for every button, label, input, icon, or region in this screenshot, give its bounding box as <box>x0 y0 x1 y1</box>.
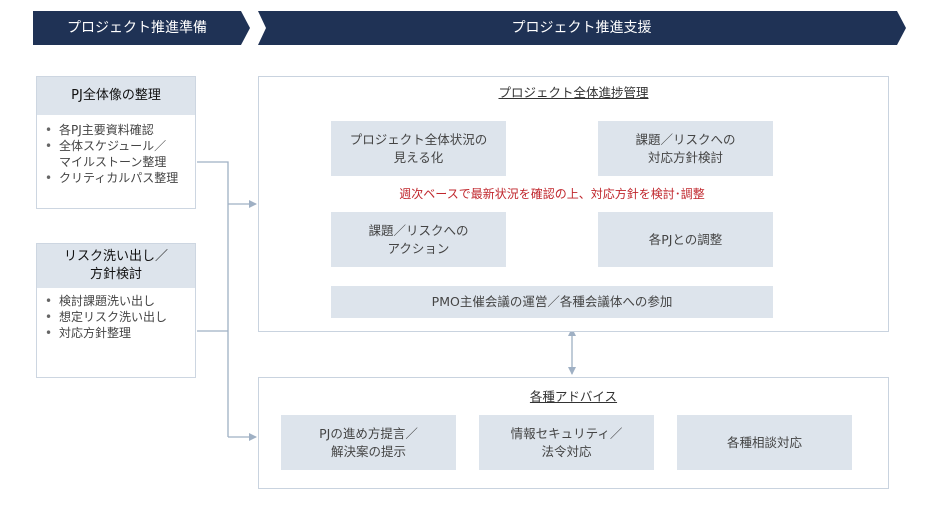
consultation-box: 各種相談対応 <box>677 415 852 470</box>
progress-management-title: プロジェクト全体進捗管理 <box>498 85 649 100</box>
list-item: クリティカルパス整理 <box>45 170 191 186</box>
list-item: 検討課題洗い出し <box>45 293 191 309</box>
weekly-review-note: 週次ベースで最新状況を確認の上、対応方針を検討･調整 <box>399 187 705 201</box>
prep-panel-risk-title: リスク洗い出し／ 方針検討 <box>37 244 195 288</box>
prep-panel-overview-title: PJ全体像の整理 <box>37 77 195 115</box>
policy-review-box: 課題／リスクへの 対応方針検討 <box>598 121 773 176</box>
prep-banner-shape <box>33 11 250 45</box>
prep-banner-label: プロジェクト推進準備 <box>67 20 207 36</box>
list-item: 想定リスク洗い出し <box>45 309 191 325</box>
visualize-status-box: プロジェクト全体状況の 見える化 <box>331 121 506 176</box>
pj-proposal-box: PJの進め方提言／ 解決案の提示 <box>281 415 456 470</box>
prep-panel-risk: リスク洗い出し／ 方針検討 検討課題洗い出し 想定リスク洗い出し 対応方針整理 <box>36 243 196 378</box>
list-item: 対応方針整理 <box>45 325 191 341</box>
header-banners <box>33 11 906 45</box>
support-banner-label: プロジェクト推進支援 <box>511 20 652 36</box>
pj-adjustment-box: 各PJとの調整 <box>598 212 773 267</box>
prep-panel-overview: PJ全体像の整理 各PJ主要資料確認 全体スケジュール／ マイルストーン整理 ク… <box>36 76 196 209</box>
prep1-connector <box>197 161 229 437</box>
list-item: 全体スケジュール／ マイルストーン整理 <box>45 138 191 170</box>
security-compliance-box: 情報セキュリティ／ 法令対応 <box>479 415 654 470</box>
prep-panel-risk-list: 検討課題洗い出し 想定リスク洗い出し 対応方針整理 <box>45 293 191 341</box>
pmo-meeting-box: PMO主催会議の運営／各種会議体への参加 <box>331 286 773 318</box>
risk-action-box: 課題／リスクへの アクション <box>331 212 506 267</box>
support-banner-shape <box>258 11 906 45</box>
prep-panel-overview-list: 各PJ主要資料確認 全体スケジュール／ マイルストーン整理 クリティカルパス整理 <box>45 122 191 186</box>
advice-title: 各種アドバイス <box>529 389 618 404</box>
list-item: 各PJ主要資料確認 <box>45 122 191 138</box>
